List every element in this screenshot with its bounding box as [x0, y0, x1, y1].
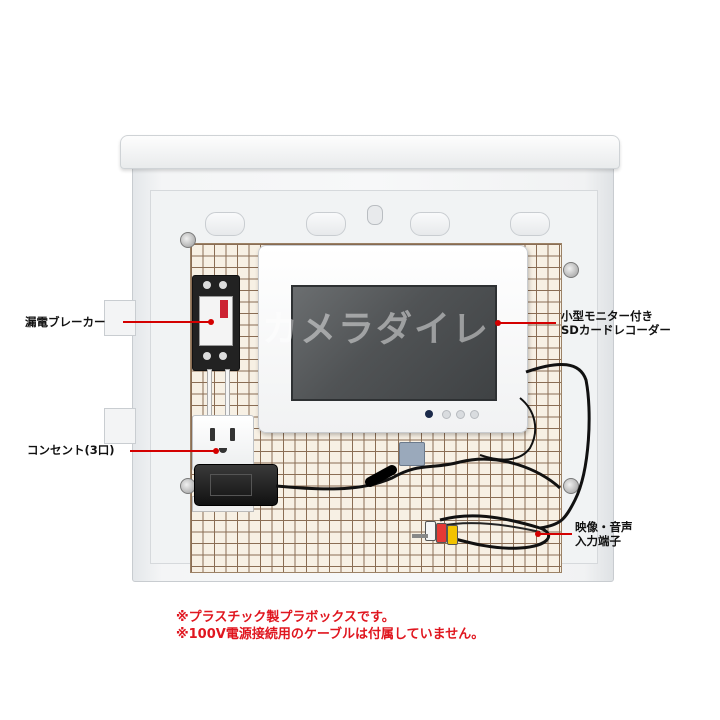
terminal-screw-icon	[203, 352, 211, 360]
label-monitor-line2: SDカードレコーダー	[561, 323, 671, 337]
rca-pin	[412, 534, 428, 538]
label-av-input: 映像・音声 入力端子	[575, 520, 633, 548]
pointer-dot	[208, 319, 214, 325]
screw-icon	[563, 478, 579, 494]
outlet-ground	[219, 448, 227, 453]
rca-plug-yellow	[447, 525, 458, 545]
screw-icon	[180, 232, 196, 248]
note-cable-not-included: ※100V電源接続用のケーブルは付属していません。	[176, 627, 485, 642]
av-cable-loop	[439, 514, 551, 550]
adapter-sticker	[210, 474, 252, 496]
side-tab	[104, 300, 136, 336]
label-monitor-line1: 小型モニター付き	[561, 309, 653, 323]
keyhole-mount	[367, 205, 383, 225]
ferrite-core	[365, 465, 397, 487]
terminal-screw-icon	[203, 281, 211, 289]
knockout-hole	[306, 212, 346, 236]
pointer-dot	[213, 448, 219, 454]
breaker-switch	[220, 300, 228, 318]
rca-plug-red	[436, 523, 447, 543]
outlet-slot	[210, 428, 215, 441]
pointer-dot	[535, 531, 541, 537]
monitor-screen	[291, 285, 497, 401]
label-monitor: 小型モニター付き SDカードレコーダー	[561, 309, 671, 337]
knockout-hole	[205, 212, 245, 236]
outlet-slot	[230, 428, 235, 441]
label-av-line1: 映像・音声	[575, 520, 633, 534]
label-av-line2: 入力端子	[575, 534, 621, 548]
ac-adapter	[194, 464, 278, 506]
screw-icon	[563, 262, 579, 278]
watermark-text: カメラダイレ	[262, 309, 491, 350]
rca-plug-white	[425, 521, 436, 541]
enclosure-lid	[120, 135, 620, 169]
note-plastic-box: ※プラスチック製プラボックスです。	[176, 610, 395, 625]
knockout-hole	[410, 212, 450, 236]
monitor-button	[442, 410, 451, 419]
pointer-line	[538, 533, 572, 535]
power-led-icon	[425, 410, 433, 418]
terminal-screw-icon	[219, 281, 227, 289]
monitor-cable	[479, 397, 537, 461]
monitor-button	[456, 410, 465, 419]
video-cable	[525, 362, 591, 530]
label-outlet: コンセント(3口)	[27, 443, 115, 457]
pointer-line	[498, 322, 556, 324]
monitor-button	[470, 410, 479, 419]
pointer-line	[123, 321, 211, 323]
av-cable-loop	[439, 522, 541, 533]
pointer-dot	[495, 320, 501, 326]
pointer-line	[130, 450, 216, 452]
dc-power-cable	[275, 457, 562, 491]
knockout-hole	[510, 212, 550, 236]
label-breaker: 漏電ブレーカー	[25, 315, 106, 329]
terminal-screw-icon	[219, 352, 227, 360]
cable-connector	[399, 442, 425, 466]
side-tab	[104, 408, 136, 444]
